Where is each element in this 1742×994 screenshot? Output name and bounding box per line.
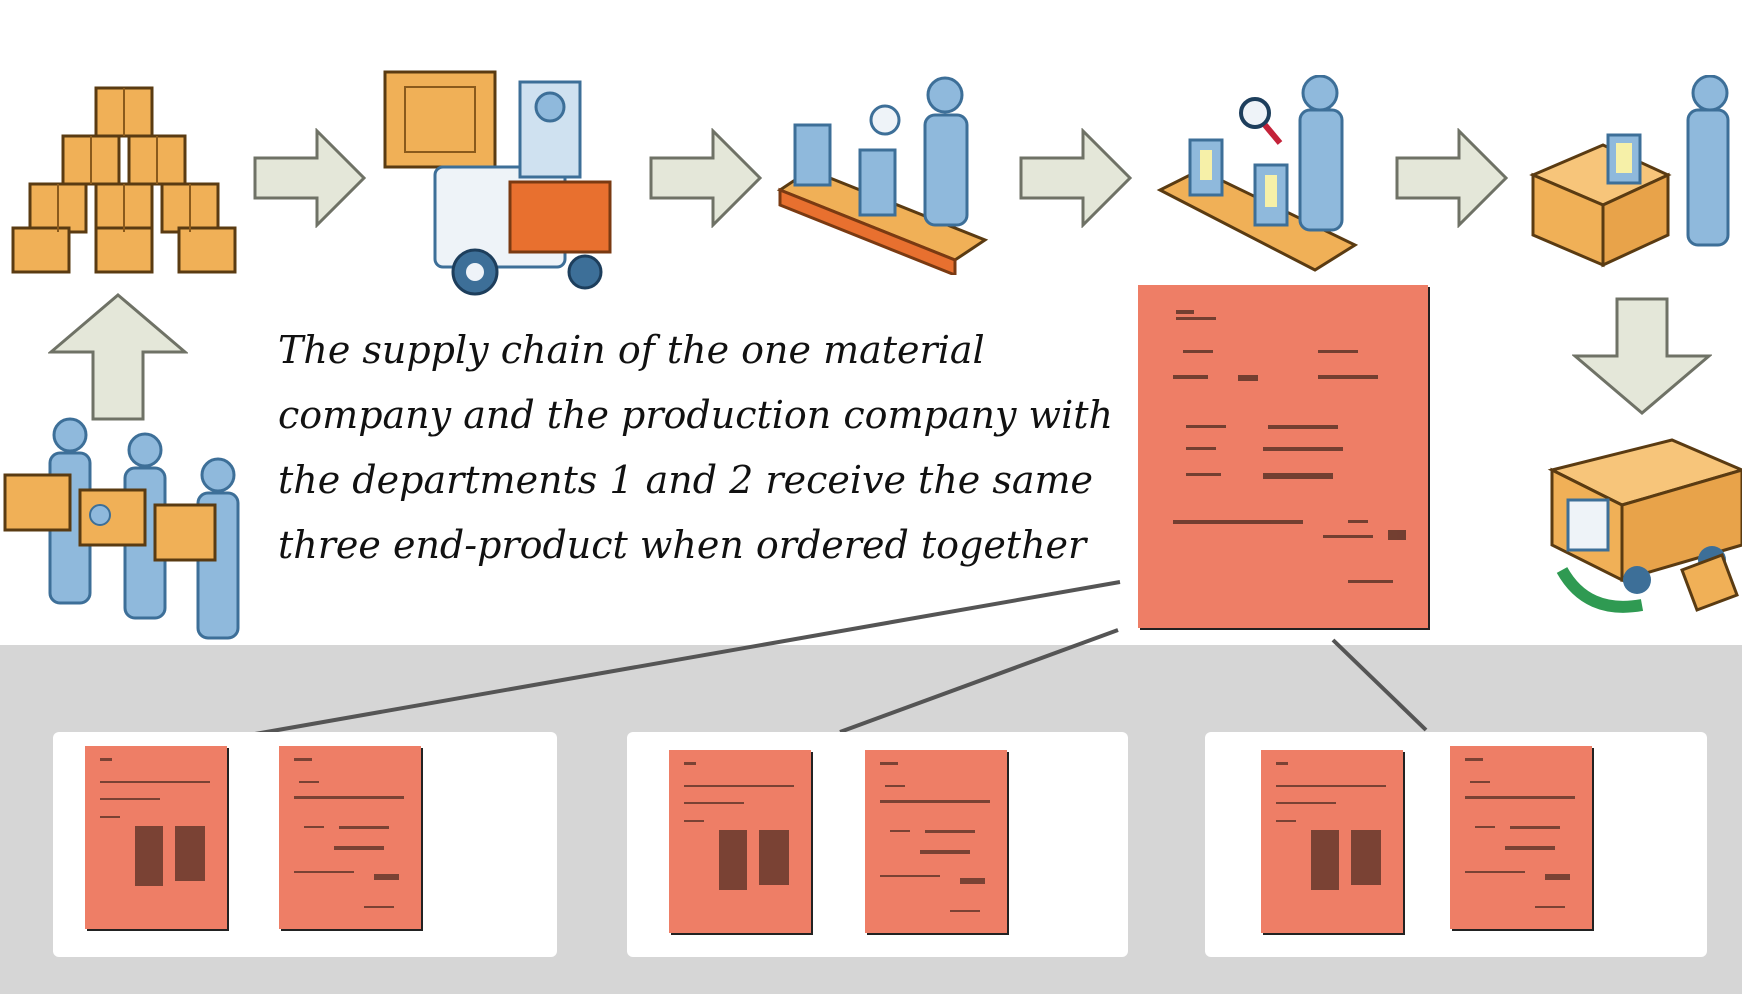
packing-box-icon [1529,75,1730,268]
received-document [865,750,1007,933]
assembly-conveyor-icon [776,76,989,275]
connector-line [1331,638,1428,732]
caption-line-1: The supply chain of the one material [278,328,985,372]
workers-carrying-boxes-icon [3,417,240,640]
flow-arrow-right [1019,128,1133,228]
received-document [1261,750,1403,933]
received-document [1450,746,1592,929]
caption-text: The supply chain of the one material com… [278,318,1138,578]
main-order-document [1138,285,1428,628]
connector-line [254,580,1121,736]
forklift-icon [383,70,612,296]
received-document [279,746,421,929]
flow-arrow-right [253,128,367,228]
flow-arrow-right [1395,128,1509,228]
inspection-conveyor-icon [1156,75,1359,272]
delivery-truck-icon [1547,438,1742,613]
caption-line-3: the departments 1 and 2 receive the same [278,458,1094,502]
received-document [85,746,227,929]
boxes-stack-icon [11,86,237,274]
flow-arrow-right [649,128,763,228]
caption-line-2: company and the production company with [278,393,1113,437]
connector-line [839,628,1119,734]
received-document [669,750,811,933]
flow-arrow-up [48,293,188,421]
flow-arrow-down [1572,297,1712,415]
caption-line-4: three end-product when ordered together [278,523,1087,567]
